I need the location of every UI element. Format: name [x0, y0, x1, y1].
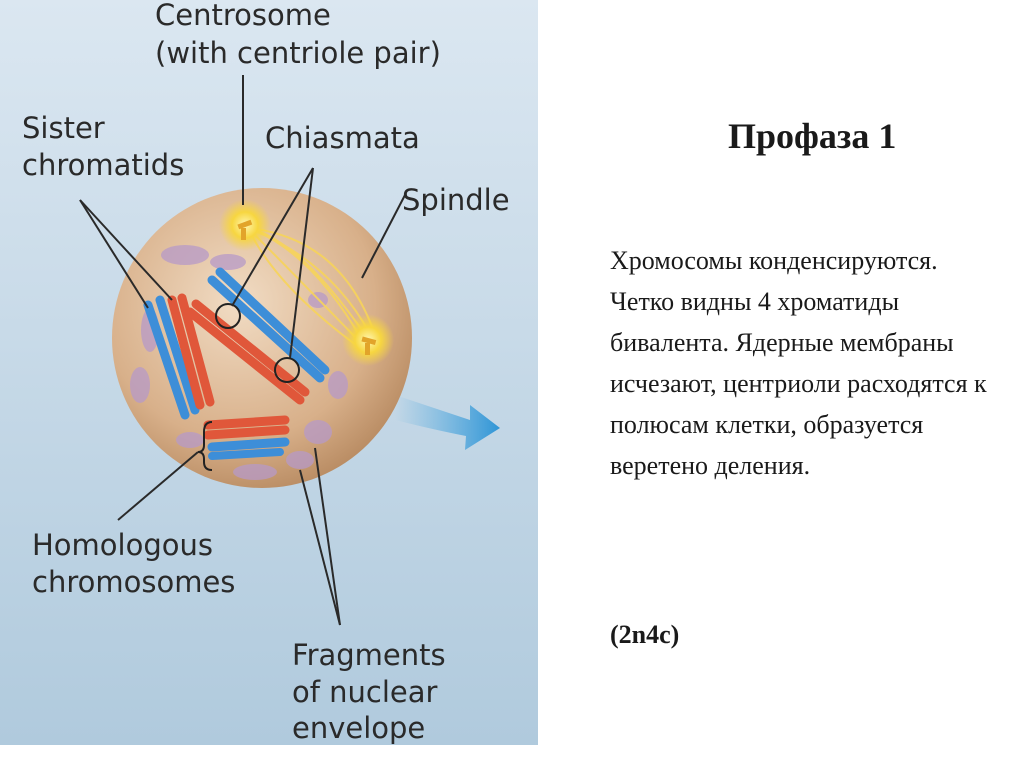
centrosome-label-line1: Centrosome [155, 0, 331, 32]
slide-description: Хромосомы конденсируются. Четко видны 4 … [610, 246, 987, 480]
centrosome-top [219, 199, 271, 251]
chiasmata-label: Chiasmata [265, 121, 420, 155]
homologous-chromosomes-label-line2: chromosomes [32, 565, 235, 599]
sister-chromatids-label-line2: chromatids [22, 148, 184, 182]
ploidy-formula: (2n4c) [610, 620, 680, 649]
centrosome-right [342, 314, 394, 366]
homologous-chromosomes-label-line1: Homologous [32, 528, 213, 562]
bivalent-crossing [185, 267, 330, 405]
bivalent-bottom [203, 415, 290, 460]
centrosome-label-line2: (with centriole pair) [155, 36, 441, 70]
prophase-diagram: Centrosome (with centriole pair) Sister … [0, 0, 538, 745]
bivalent-left [143, 293, 215, 420]
spindle-label: Spindle [402, 183, 510, 217]
slide-title: Профаза 1 [728, 116, 897, 156]
sister-chromatids-label-line1: Sister [22, 111, 105, 145]
nuclear-envelope-label-line2: of nuclear [292, 675, 438, 709]
transition-arrow [395, 395, 500, 450]
nuclear-envelope-label-line3: envelope [292, 711, 425, 745]
nuclear-envelope-label-line1: Fragments [292, 638, 446, 672]
chiasma-marker-2 [274, 357, 300, 383]
leader-lines [79, 75, 406, 626]
chiasma-marker-1 [215, 303, 241, 329]
